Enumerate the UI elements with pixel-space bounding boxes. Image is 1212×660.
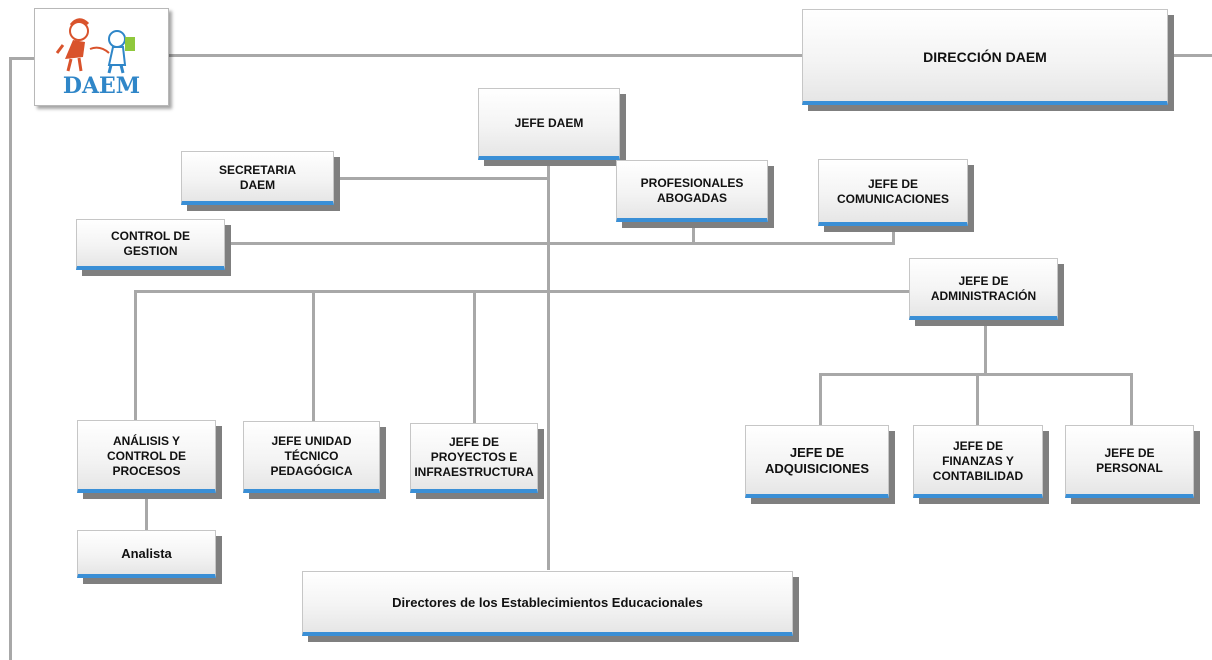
jefe-administracion-box: JEFE DE ADMINISTRACIÓN bbox=[909, 258, 1058, 320]
connector-administracion-drop bbox=[984, 320, 987, 374]
connector-control-gestion bbox=[225, 242, 895, 245]
jefe-daem-box: JEFE DAEM bbox=[478, 88, 620, 160]
logo-text: DAEM bbox=[62, 73, 141, 99]
connector-finanzas-drop bbox=[976, 373, 979, 426]
connector-profesionales-drop bbox=[692, 222, 695, 245]
jefe-comunicaciones-box: JEFE DE COMUNICACIONES bbox=[818, 159, 968, 226]
jefe-proyectos-infraestructura-box: JEFE DE PROYECTOS E INFRAESTRUCTURA bbox=[410, 423, 538, 493]
control-gestion-box: CONTROL DE GESTION bbox=[76, 219, 225, 270]
connector-analisis-drop bbox=[134, 290, 137, 422]
connector-left-vertical bbox=[9, 57, 12, 660]
connector-personal-drop bbox=[1130, 373, 1133, 426]
connector-proyectos-drop bbox=[473, 290, 476, 424]
connector-units-horizontal bbox=[134, 290, 911, 293]
connector-top-left bbox=[9, 57, 35, 60]
connector-direccion-right bbox=[1168, 54, 1212, 57]
children-characters-icon bbox=[55, 18, 135, 74]
profesionales-abogadas-box: PROFESIONALES ABOGADAS bbox=[616, 160, 768, 222]
directores-establecimientos-box: Directores de los Establecimientos Educa… bbox=[302, 571, 793, 636]
jefe-unidad-tecnico-pedagogica-box: JEFE UNIDAD TÉCNICO PEDAGÓGICA bbox=[243, 421, 380, 493]
connector-utp-drop bbox=[312, 290, 315, 422]
secretaria-daem-box: SECRETARIA DAEM bbox=[181, 151, 334, 205]
connector-main-vertical bbox=[547, 160, 550, 570]
connector-logo-to-direccion bbox=[169, 54, 802, 57]
connector-secretaria bbox=[334, 177, 549, 180]
connector-adquisiciones-drop bbox=[819, 373, 822, 426]
jefe-personal-box: JEFE DE PERSONAL bbox=[1065, 425, 1194, 498]
daem-logo: DAEM bbox=[34, 8, 169, 106]
jefe-finanzas-contabilidad-box: JEFE DE FINANZAS Y CONTABILIDAD bbox=[913, 425, 1043, 498]
connector-analista bbox=[145, 493, 148, 530]
jefe-adquisiciones-box: JEFE DE ADQUISICIONES bbox=[745, 425, 889, 498]
analisis-control-procesos-box: ANÁLISIS Y CONTROL DE PROCESOS bbox=[77, 420, 216, 493]
connector-comunicaciones-drop bbox=[892, 226, 895, 245]
analista-box: Analista bbox=[77, 530, 216, 578]
direccion-daem-box: DIRECCIÓN DAEM bbox=[802, 9, 1168, 105]
